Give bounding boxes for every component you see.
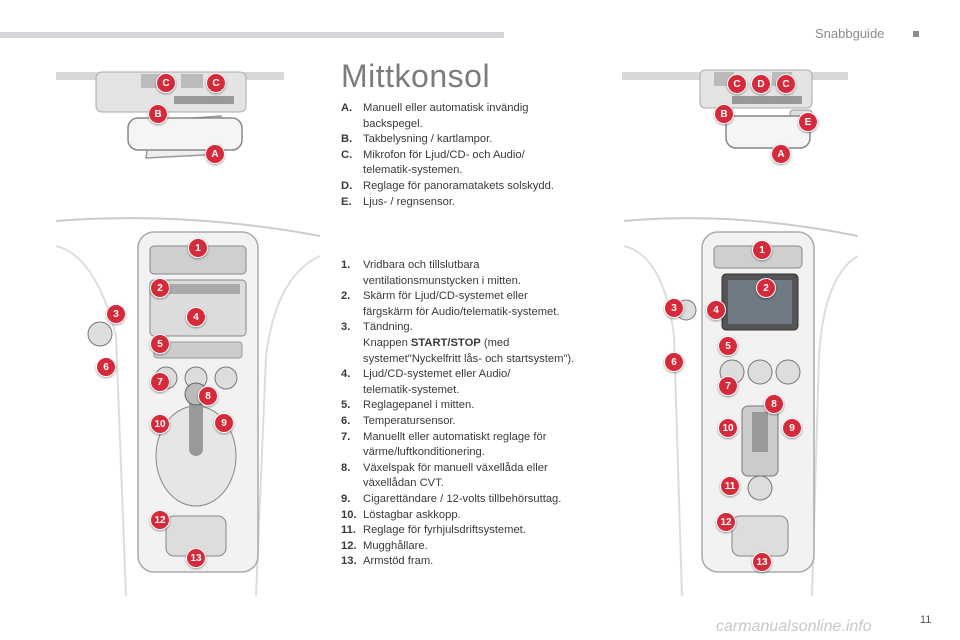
legend-item-7: 7.Manuellt eller automatiskt reglage för… bbox=[341, 430, 547, 459]
legend-item-3: 3.Tändning. bbox=[341, 321, 413, 334]
header-rule bbox=[0, 32, 504, 38]
callout-e-right: E bbox=[798, 112, 818, 132]
callout-13-right: 13 bbox=[752, 552, 772, 572]
page-number: 11 bbox=[920, 614, 932, 626]
section-marker bbox=[913, 31, 919, 37]
callout-9-left: 9 bbox=[214, 413, 234, 433]
legend-item-11: 11.Reglage för fyrhjulsdriftsystemet. bbox=[341, 524, 526, 537]
section-title: Snabbguide bbox=[815, 26, 885, 41]
legend-item-4: 4.Ljud/CD-systemet eller Audio/telematik… bbox=[341, 368, 511, 396]
callout-10-left: 10 bbox=[150, 414, 170, 434]
legend-item-b: B.Takbelysning / kartlampor. bbox=[341, 133, 493, 146]
callout-c-right-1: C bbox=[727, 74, 747, 94]
callout-c-left-1: C bbox=[156, 73, 176, 93]
callout-1-right: 1 bbox=[752, 240, 772, 260]
callout-5-left: 5 bbox=[150, 334, 170, 354]
callout-3-left: 3 bbox=[106, 304, 126, 324]
callout-5-right: 5 bbox=[718, 336, 738, 356]
callout-4-right: 4 bbox=[706, 300, 726, 320]
watermark: carmanualsonline.info bbox=[716, 618, 872, 635]
callout-4-left: 4 bbox=[186, 307, 206, 327]
callout-13-left: 13 bbox=[186, 548, 206, 568]
legend-item-e: E.Ljus- / regnsensor. bbox=[341, 195, 456, 208]
callout-7-left: 7 bbox=[150, 372, 170, 392]
legend-item-5: 5.Reglagepanel i mitten. bbox=[341, 399, 475, 412]
callout-b-right: B bbox=[714, 104, 734, 124]
callout-a-left: A bbox=[205, 144, 225, 164]
callout-6-right: 6 bbox=[664, 352, 684, 372]
callout-11-right: 11 bbox=[720, 476, 740, 496]
callout-10-right: 10 bbox=[718, 418, 738, 438]
legend-item-12: 12.Mugghållare. bbox=[341, 539, 428, 552]
callout-8-right: 8 bbox=[764, 394, 784, 414]
legend-item-6: 6.Temperatursensor. bbox=[341, 414, 456, 427]
legend-item-c: C.Mikrofon för Ljud/CD- och Audio/telema… bbox=[341, 148, 525, 177]
callout-c-right-2: C bbox=[776, 74, 796, 94]
callout-8-left: 8 bbox=[198, 386, 218, 406]
callout-12-left: 12 bbox=[150, 510, 170, 530]
callout-b-left: B bbox=[148, 104, 168, 124]
mirror-illustration-left bbox=[56, 71, 284, 159]
legend-item-d: D.Reglage för panoramatakets solskydd. bbox=[341, 179, 554, 192]
callout-9-right: 9 bbox=[782, 418, 802, 438]
legend-item-9: 9.Cigarettändare / 12-volts tillbehörsut… bbox=[341, 492, 562, 505]
callout-1-left: 1 bbox=[188, 238, 208, 258]
callout-6-left: 6 bbox=[96, 357, 116, 377]
console-illustration-left bbox=[56, 217, 320, 597]
callout-3-right: 3 bbox=[664, 298, 684, 318]
console-illustration-right bbox=[624, 217, 858, 597]
legend-item-10: 10.Löstagbar askkopp. bbox=[341, 508, 461, 521]
page-title: Mittkonsol bbox=[341, 58, 491, 94]
legend-item-13: 13.Armstöd fram. bbox=[341, 555, 434, 568]
callout-2-left: 2 bbox=[150, 278, 170, 298]
callout-c-left-2: C bbox=[206, 73, 226, 93]
callout-d-right: D bbox=[751, 74, 771, 94]
callout-7-right: 7 bbox=[718, 376, 738, 396]
callout-12-right: 12 bbox=[716, 512, 736, 532]
callout-2-right: 2 bbox=[756, 278, 776, 298]
callout-a-right: A bbox=[771, 144, 791, 164]
